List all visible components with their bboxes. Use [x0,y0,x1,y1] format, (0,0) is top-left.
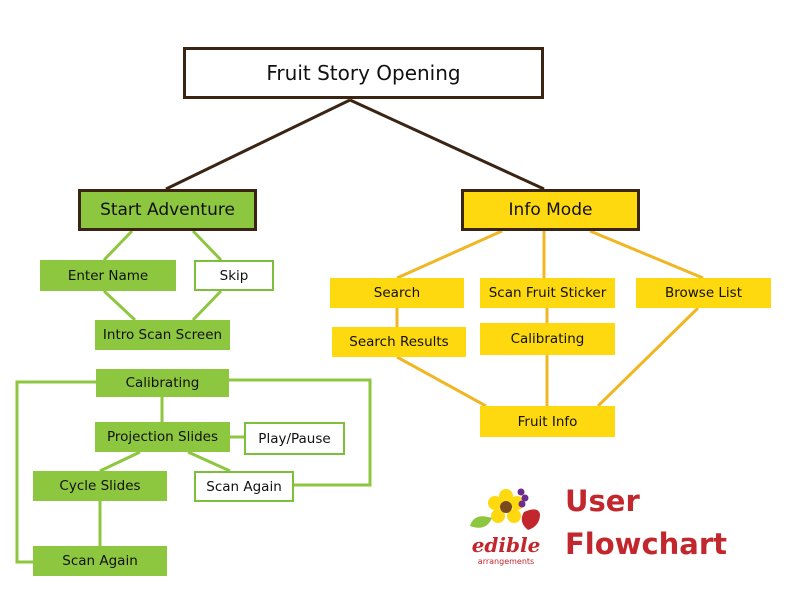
node-info-mode: Info Mode [461,189,640,231]
node-calibrating-green: Calibrating [96,369,229,397]
node-scan-again-green: Scan Again [33,546,167,576]
logo-wordmark: edible [472,533,541,557]
line-calibrating-left-loop [15,380,96,564]
node-projection-slides: Projection Slides [95,422,230,452]
node-fruit-story-opening: Fruit Story Opening [183,47,544,99]
logo-subtext: arrangements [478,557,534,566]
node-search-results: Search Results [332,327,466,357]
line-calibrating-right-loop [229,378,372,487]
node-search: Search [330,278,464,308]
grapes-icon [517,488,529,508]
line-info-to-search [396,229,503,280]
line-enter-name-to-intro [102,289,137,322]
flower-icon [488,489,524,523]
node-scan-again-white: Scan Again [194,471,294,502]
flowchart-title-line2: Flowchart [565,527,728,561]
node-intro-scan-screen: Intro Scan Screen [95,320,230,350]
node-play-pause: Play/Pause [244,422,345,455]
line-results-to-fruit-info [396,355,487,408]
strawberry-icon [521,509,540,530]
edible-arrangements-logo: edible arrangements [470,488,541,566]
node-fruit-info: Fruit Info [480,406,615,437]
node-cycle-slides: Cycle Slides [33,471,167,501]
node-enter-name: Enter Name [40,260,176,291]
node-skip: Skip [194,260,274,291]
line-start-to-enter-name [102,229,134,262]
line-start-to-skip [191,229,223,262]
line-root-to-info [349,98,545,191]
node-scan-fruit-sticker: Scan Fruit Sticker [480,278,615,308]
leaf-icon [470,516,492,528]
flowchart-title-line1: User [565,484,640,518]
line-projection-to-cycle [99,450,141,473]
node-start-adventure: Start Adventure [78,189,257,231]
node-calibrating-yellow: Calibrating [480,323,615,355]
line-skip-to-intro [191,289,223,322]
line-info-to-browse [589,229,704,280]
line-browse-to-fruit-info [596,306,700,408]
line-projection-to-scan-again [187,450,231,473]
node-browse-list: Browse List [636,278,771,308]
line-root-to-start [165,98,351,191]
